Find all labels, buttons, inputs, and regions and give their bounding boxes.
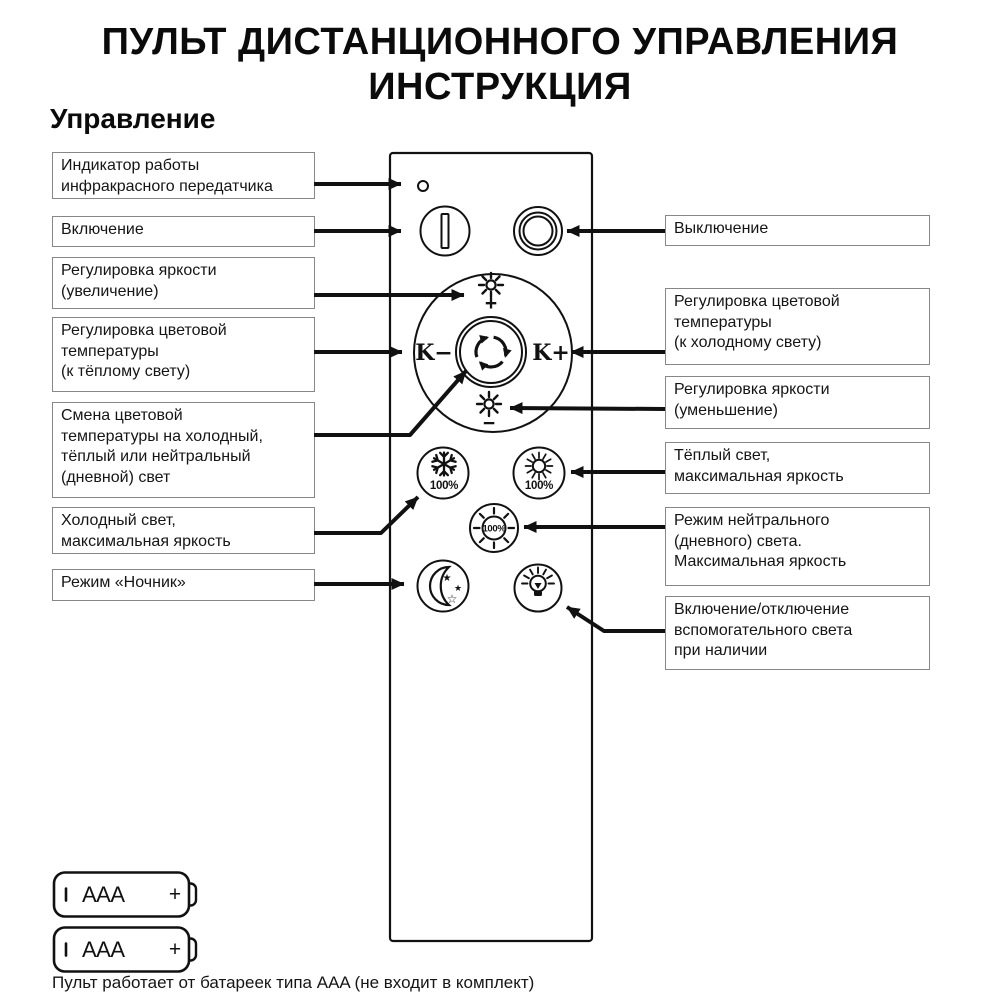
brightness-down-icon <box>475 390 503 418</box>
label-power-on: Включение <box>52 216 315 247</box>
battery-note: Пульт работает от батареек типа AAA (не … <box>52 973 535 992</box>
label-cold-max: Холодный свет, максимальная яркость <box>52 507 315 554</box>
power-off-icon <box>518 211 558 251</box>
power-off-button <box>513 206 563 256</box>
battery-plus-terminal <box>189 882 198 907</box>
svg-text:★: ★ <box>443 573 452 584</box>
battery-2: AAA + <box>52 926 198 973</box>
svg-text:☆: ☆ <box>447 592 458 606</box>
bulb-icon <box>521 566 555 596</box>
neutral-light-icon <box>472 506 516 550</box>
k-plus-label: K+ <box>532 340 570 366</box>
section-heading: Управление <box>50 103 216 134</box>
battery-type-label: AAA <box>82 937 125 962</box>
label-brightness-down: Регулировка яркости (уменьшение) <box>665 376 930 429</box>
brightness-down-sign: − <box>483 412 495 435</box>
warm-max-percent: 100% <box>525 480 553 492</box>
snowflake-icon <box>430 451 458 477</box>
sun-icon <box>524 451 554 481</box>
warm-max-button: 100% <box>512 446 566 500</box>
label-night-mode: Режим «Ночник» <box>52 569 315 601</box>
arrow-aux-light <box>565 605 665 633</box>
color-cycle-icon <box>474 334 512 371</box>
battery-type-label: AAA <box>82 882 125 907</box>
color-temp-dial: + − K− K+ <box>413 271 573 435</box>
battery-plus-terminal <box>189 937 198 962</box>
neutral-max-button: 100% <box>469 503 519 553</box>
aux-light-button <box>513 563 563 613</box>
label-aux-light: Включение/отключение вспомогательного св… <box>665 596 930 670</box>
battery-plus-sign: + <box>169 883 181 906</box>
neutral-max-percent: 100% <box>482 524 506 535</box>
label-power-off: Выключение <box>665 215 930 246</box>
remote-body <box>388 151 594 943</box>
arrow-cold-max <box>314 495 420 535</box>
k-minus-label: K− <box>415 340 453 366</box>
battery-plus-sign: + <box>169 938 181 961</box>
label-brightness-up: Регулировка яркости (увеличение) <box>52 257 315 309</box>
ir-indicator <box>417 180 429 192</box>
arrow-color-cycle <box>314 369 468 437</box>
label-neutral-max: Режим нейтрального (дневного) света. Мак… <box>665 507 930 586</box>
label-temp-cold: Регулировка цветовой температуры (к холо… <box>665 288 930 365</box>
label-warm-max: Тёплый свет, максимальная яркость <box>665 442 930 494</box>
night-mode-button: ★ ★ ☆ <box>416 559 470 613</box>
label-temp-warm: Регулировка цветовой температуры (к тёпл… <box>52 317 315 392</box>
moon-stars-icon: ★ ★ ☆ <box>428 565 462 607</box>
label-ir-indicator: Индикатор работы инфракрасного передатчи… <box>52 152 315 199</box>
label-temp-cycle: Смена цветовой температуры на холодный, … <box>52 402 315 498</box>
page-title-line1: ПУЛЬТ ДИСТАНЦИОННОГО УПРАВЛЕНИЯ <box>101 21 899 63</box>
power-on-button <box>419 205 471 257</box>
page-title-line2: ИНСТРУКЦИЯ <box>368 66 632 108</box>
power-on-icon <box>440 213 450 249</box>
brightness-up-sign: + <box>485 292 497 315</box>
page-title: ПУЛЬТ ДИСТАНЦИОННОГО УПРАВЛЕНИЯ ИНСТРУКЦ… <box>0 20 1000 110</box>
callout-arrows <box>314 178 666 633</box>
battery-1: AAA + <box>52 871 198 918</box>
brightness-up-icon <box>477 271 505 299</box>
arrow-brightness-down <box>509 402 666 415</box>
battery-icon <box>52 926 191 973</box>
cold-max-percent: 100% <box>430 480 458 492</box>
cold-max-button: 100% <box>416 446 470 500</box>
battery-icon <box>52 871 191 918</box>
svg-text:★: ★ <box>454 583 462 593</box>
